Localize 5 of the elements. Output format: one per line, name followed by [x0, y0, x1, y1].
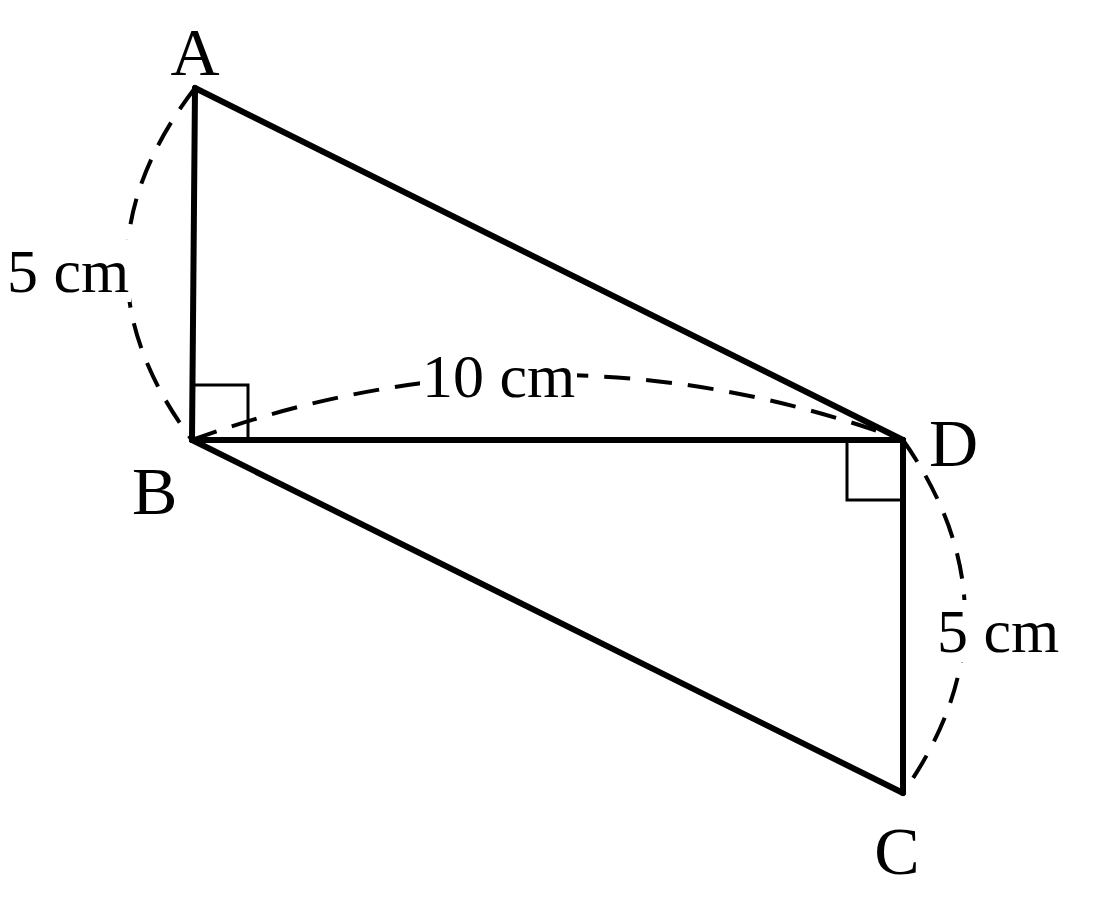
vertex-label: B [132, 440, 192, 525]
vertex-label: A [165, 18, 225, 88]
side-line [900, 437, 906, 796]
vertex-label: C [862, 793, 932, 885]
vertex-label: D [903, 405, 978, 480]
